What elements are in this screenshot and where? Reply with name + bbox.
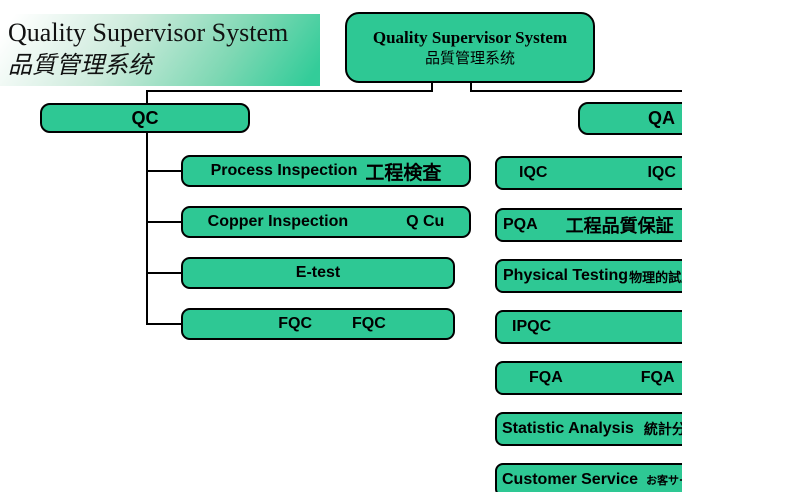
qa-child-pqa: PQA 工程品質保証 (495, 208, 682, 242)
connector-qc-trunk (146, 133, 148, 325)
qa-child-label: IPQC (512, 318, 552, 335)
qc-child-label: Copper Inspection (207, 213, 349, 230)
connector-rail-to-qa (470, 90, 682, 92)
qa-child-label: Statistic Analysis (502, 420, 634, 437)
org-root-box: Quality Supervisor System 品質管理系统 (345, 12, 595, 83)
qa-child-label: FQA (529, 369, 563, 386)
qa-child-label: PQA (503, 216, 538, 233)
qa-child-label-cjk: 統計分析 (643, 421, 682, 437)
qa-child-label-2: FQA (640, 369, 675, 386)
qa-child-fqa: FQA FQA (495, 361, 682, 395)
qa-child-label-cjk: お客サービス (646, 475, 682, 487)
org-root-label-en: Quality Supervisor System (372, 27, 568, 47)
qc-child-e-test: E-test (181, 257, 455, 289)
qc-child-copper-inspection: Copper Inspection Q Cu (181, 206, 471, 238)
qa-branch-box: QA (578, 102, 682, 135)
qc-child-process-inspection: Process Inspection 工程検査 (181, 155, 471, 187)
slide-title-en: Quality Supervisor System (8, 18, 289, 47)
slide-title-cjk: 品質管理系统 (8, 53, 152, 79)
connector-rail-to-qc (146, 90, 433, 92)
qc-branch-label: QC (131, 107, 159, 128)
connector-root-drop-left (431, 83, 433, 92)
connector-root-drop-right (470, 83, 472, 92)
qa-branch-label: QA (648, 108, 675, 128)
org-root-label-cjk: 品質管理系统 (424, 50, 515, 67)
qc-child-label: FQC (278, 315, 312, 332)
qa-child-ipqc: IPQC (495, 310, 682, 344)
qc-child-label-2: Q Cu (406, 213, 445, 230)
qa-child-statistic-analysis: Statistic Analysis 統計分析 (495, 412, 682, 446)
connector-qc-stub-2 (146, 221, 182, 223)
qa-child-physical-testing: Physical Testing 物理的試験 (495, 259, 682, 293)
slide-title-block: Quality Supervisor System 品質管理系统 (0, 14, 320, 86)
qc-child-label: E-test (295, 264, 341, 281)
qa-child-customer-service: Customer Service お客サービス (495, 463, 682, 492)
qa-child-label: Physical Testing (503, 267, 629, 284)
qa-child-label: Customer Service (502, 471, 639, 488)
qa-child-label-cjk: 工程品質保証 (565, 216, 674, 236)
connector-qc-stub-1 (146, 170, 182, 172)
qa-child-iqc: IQC IQC (495, 156, 682, 190)
slide-visible-area: Quality Supervisor System 品質管理系统 Quality… (0, 12, 682, 492)
qc-child-label: Process Inspection (210, 162, 358, 179)
connector-qc-stub-4 (146, 323, 182, 325)
qc-child-label-2: FQC (352, 315, 386, 332)
connector-qc-stub-3 (146, 272, 182, 274)
qa-child-label-2: IQC (647, 164, 676, 181)
qa-child-label-cjk: 物理的試験 (629, 269, 682, 285)
qc-child-label-cjk: 工程検査 (365, 162, 442, 184)
qc-child-fqc: FQC FQC (181, 308, 455, 340)
connector-qc-inlet (146, 90, 148, 105)
qc-branch-box: QC (40, 103, 250, 133)
qa-child-label: IQC (519, 164, 548, 181)
